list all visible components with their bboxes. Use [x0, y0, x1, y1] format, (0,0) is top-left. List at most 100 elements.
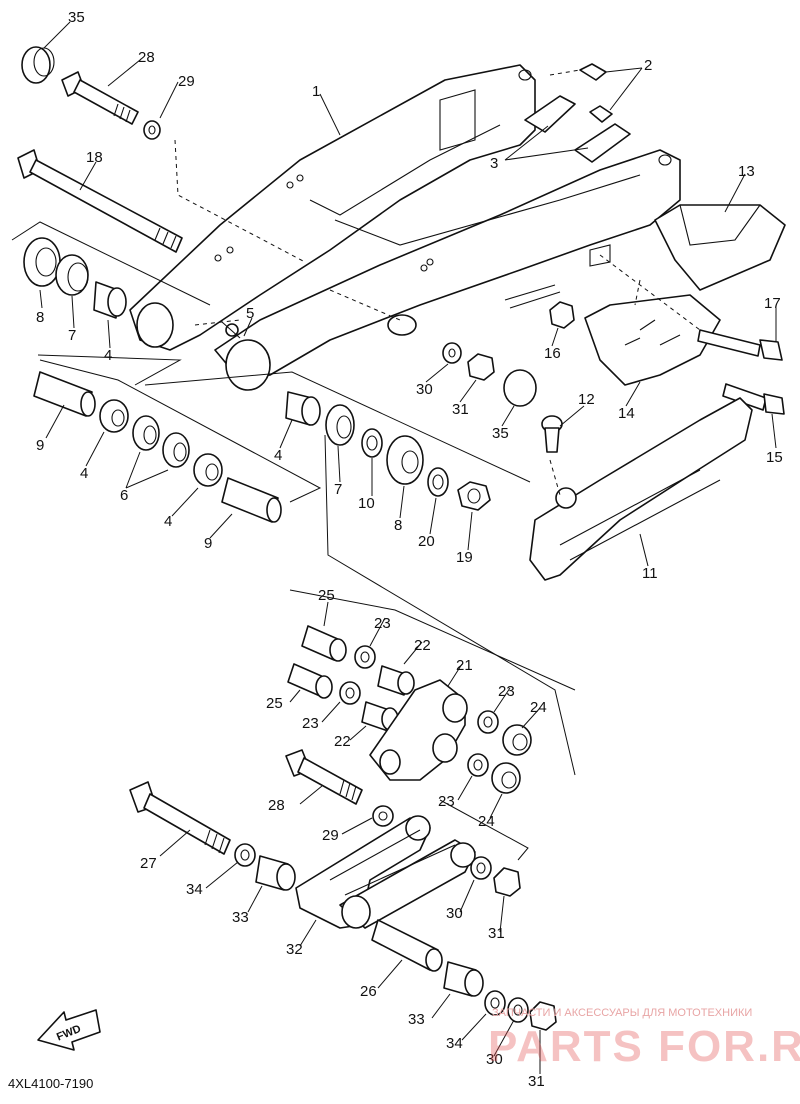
callout-9-b: 9 [204, 535, 212, 552]
washer-10 [361, 428, 383, 458]
collar-22-a [377, 665, 415, 696]
washer-29-top [143, 120, 161, 140]
callout-28-b: 28 [268, 797, 285, 814]
callout-25-a: 25 [318, 587, 335, 604]
washer-23-b [339, 681, 361, 705]
bolt-27 [129, 781, 231, 855]
callout-27: 27 [140, 855, 157, 872]
bushing-35-top [21, 46, 55, 84]
callout-23-c: 23 [498, 683, 515, 700]
callout-33-b: 33 [408, 1011, 425, 1028]
callout-29-a: 29 [178, 73, 195, 90]
callout-31-b: 31 [488, 925, 505, 942]
bolt-15 [722, 383, 785, 415]
callout-15: 15 [766, 449, 783, 466]
bearing-7-left [55, 254, 89, 296]
callout-16: 16 [544, 345, 561, 362]
swingarm-part [129, 64, 681, 391]
cap-35-mid [503, 369, 537, 407]
callout-4-a: 4 [104, 347, 112, 364]
bolt-28-bottom [285, 749, 363, 805]
collar-4-b [99, 399, 129, 433]
callout-1: 1 [312, 83, 320, 100]
callout-11: 11 [642, 565, 658, 582]
pivot-shaft-18 [17, 149, 183, 253]
callout-34-b: 34 [446, 1035, 463, 1052]
oil-seal-8-mid [386, 435, 424, 485]
clip-5 [221, 321, 241, 339]
callout-30-c: 30 [486, 1051, 503, 1068]
watermark-brand: PARTS FOR.RU [488, 1022, 800, 1071]
callout-9-a: 9 [36, 437, 44, 454]
washer-34-a [234, 843, 256, 867]
collar-26 [371, 919, 443, 972]
callout-34-a: 34 [186, 881, 203, 898]
callout-2: 2 [644, 57, 652, 74]
bearing-6-b [162, 432, 190, 468]
chain-guide-14 [584, 294, 721, 386]
callout-28-a: 28 [138, 49, 155, 66]
washer-20 [427, 467, 449, 497]
collar-33-b [443, 961, 484, 997]
pivot-bolt-28-top [61, 71, 139, 125]
collar-33-a [255, 855, 296, 891]
callout-23-b: 23 [302, 715, 319, 732]
callout-31-a: 31 [452, 401, 469, 418]
callout-6: 6 [120, 487, 128, 504]
callout-25-b: 25 [266, 695, 283, 712]
collar-22-b [361, 701, 399, 732]
connecting-rod-32 [295, 815, 476, 929]
washer-23-c [477, 710, 499, 734]
washer-23-a [354, 645, 376, 669]
bearing-6-a [132, 415, 160, 451]
callout-32: 32 [286, 941, 303, 958]
collar-25-b [287, 663, 333, 699]
washer-30-bottom-a [470, 856, 492, 880]
watermark-subtitle: ЗАПЧАСТИ И АКСЕССУАРЫ ДЛЯ МОТОТЕХНИКИ [492, 1007, 753, 1019]
diagram-code: 4XL4100-7190 [8, 1076, 94, 1091]
callout-8-a: 8 [36, 309, 44, 326]
collar-24-a [502, 724, 532, 756]
callout-8-b: 8 [394, 517, 402, 534]
collar-4-left [93, 281, 127, 319]
callout-23-a: 23 [374, 615, 391, 632]
washer-30-mid [442, 342, 462, 364]
plate-3 [524, 95, 631, 163]
callout-19: 19 [456, 549, 473, 566]
callout-29-b: 29 [322, 827, 339, 844]
bearing-7-mid [325, 404, 355, 446]
callout-18: 18 [86, 149, 103, 166]
washer-23-d [467, 753, 489, 777]
callout-33-a: 33 [232, 909, 249, 926]
callout-35-a: 35 [68, 9, 85, 26]
callout-13: 13 [738, 163, 755, 180]
nut-31-mid [467, 353, 495, 381]
callout-26: 26 [360, 983, 377, 1000]
screw-2 [579, 63, 613, 123]
callout-14: 14 [618, 405, 635, 422]
callout-12: 12 [578, 391, 595, 408]
callout-10: 10 [358, 495, 375, 512]
callout-20: 20 [418, 533, 435, 550]
oil-seal-8-left [23, 237, 61, 287]
collar-4-c [193, 453, 223, 487]
callout-30-a: 30 [416, 381, 433, 398]
collar-4-mid [285, 391, 321, 426]
callout-3: 3 [490, 155, 498, 172]
fwd-arrow-icon: FWD [37, 1009, 101, 1051]
nut-31-bottom-b [529, 1001, 557, 1031]
nut-16 [549, 301, 575, 329]
callout-21: 21 [456, 657, 473, 674]
washer-34-b [484, 990, 506, 1016]
callout-labels: 35 28 29 1 2 3 18 13 8 7 4 5 17 16 9 4 6… [36, 9, 783, 1090]
bolt-17 [697, 329, 783, 361]
bolt-12 [541, 415, 563, 453]
callout-24-b: 24 [478, 813, 495, 830]
callout-35-b: 35 [492, 425, 509, 442]
callout-23-d: 23 [438, 793, 455, 810]
collar-9-a [33, 371, 96, 417]
callout-4-b: 4 [80, 465, 88, 482]
callout-22-a: 22 [414, 637, 431, 654]
callout-31-c: 31 [528, 1073, 545, 1090]
relay-arm-21 [369, 679, 468, 781]
